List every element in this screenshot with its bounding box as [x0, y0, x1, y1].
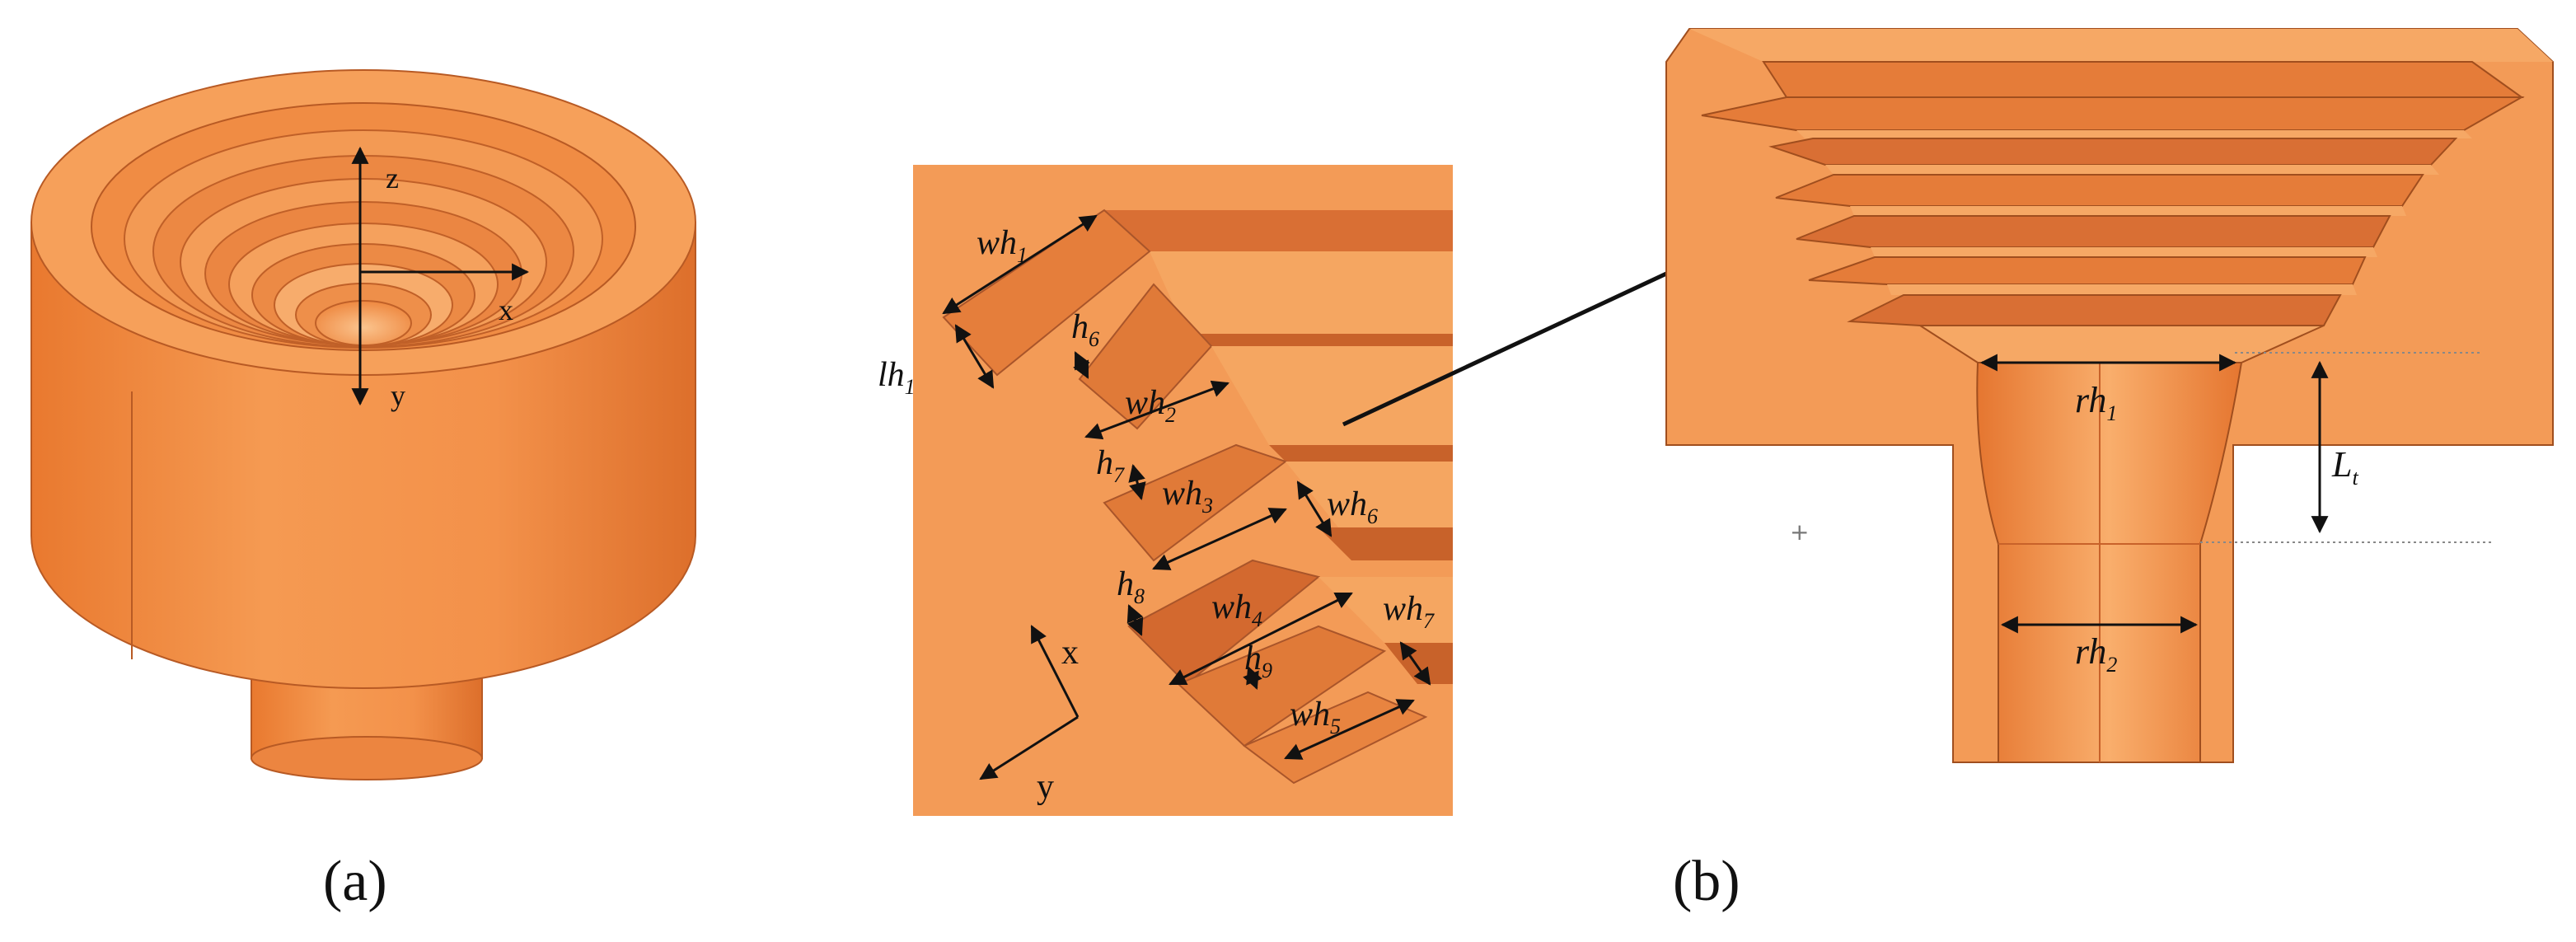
panel-a-horn	[30, 69, 696, 780]
label-rh2: rh2	[2075, 631, 2117, 677]
dim-h8	[1126, 604, 1144, 636]
panel-b-section	[1665, 28, 2554, 763]
section-throat	[1976, 362, 2243, 763]
detail-axis-x-label: x	[1061, 634, 1079, 672]
label-h6: h6	[1071, 308, 1099, 351]
caption-a: (a)	[323, 850, 387, 913]
axis-z-label: z	[386, 162, 399, 194]
label-h9: h9	[1244, 640, 1272, 682]
dim-wh4	[1169, 592, 1353, 686]
detail-axes: x y	[979, 625, 1080, 806]
dim-lh1	[954, 324, 995, 389]
dim-wh3	[1152, 508, 1287, 570]
section-labels: rh1 Lt rh2	[2075, 380, 2358, 677]
label-h7: h7	[1096, 444, 1125, 487]
dim-wh6	[1296, 480, 1332, 537]
label-wh2: wh2	[1125, 384, 1176, 427]
dim-wh1	[942, 214, 1098, 315]
label-lh1: lh1	[878, 356, 916, 399]
dim-wh2	[1084, 380, 1229, 440]
section-dimensions: +	[1790, 352, 2493, 634]
detail-dimension-arrows	[942, 214, 1431, 760]
label-Lt: Lt	[2331, 444, 2358, 490]
dim-wh7	[1399, 641, 1431, 686]
label-wh5: wh5	[1290, 696, 1341, 738]
label-wh1: wh1	[977, 224, 1028, 267]
axis-x-label: x	[499, 293, 513, 326]
dim-wh5	[1284, 699, 1415, 760]
detail-axis-y-arrow	[979, 715, 1079, 780]
detail-axis-x-arrow	[1030, 625, 1080, 718]
horn-stub-bottom	[251, 736, 483, 780]
label-wh3: wh3	[1162, 475, 1213, 518]
label-wh4: wh4	[1211, 588, 1262, 631]
detail-labels: wh1 lh1 h6 wh2 h7 wh3 wh6 h8 wh4 wh7 h9 …	[878, 224, 1435, 738]
label-rh1: rh1	[2075, 380, 2117, 425]
dim-h6	[1073, 351, 1090, 379]
label-wh6: wh6	[1327, 485, 1378, 528]
dim-h9	[1243, 666, 1262, 690]
label-wh7: wh7	[1383, 590, 1435, 633]
dim-h7	[1128, 463, 1146, 501]
detail-axis-y-label: y	[1037, 768, 1054, 806]
crosshair-mark: +	[1790, 518, 1809, 546]
panel-a-axes: z x y	[351, 146, 530, 412]
axis-y-label: y	[391, 379, 405, 412]
caption-b: (b)	[1673, 850, 1740, 913]
label-h8: h8	[1117, 565, 1145, 608]
